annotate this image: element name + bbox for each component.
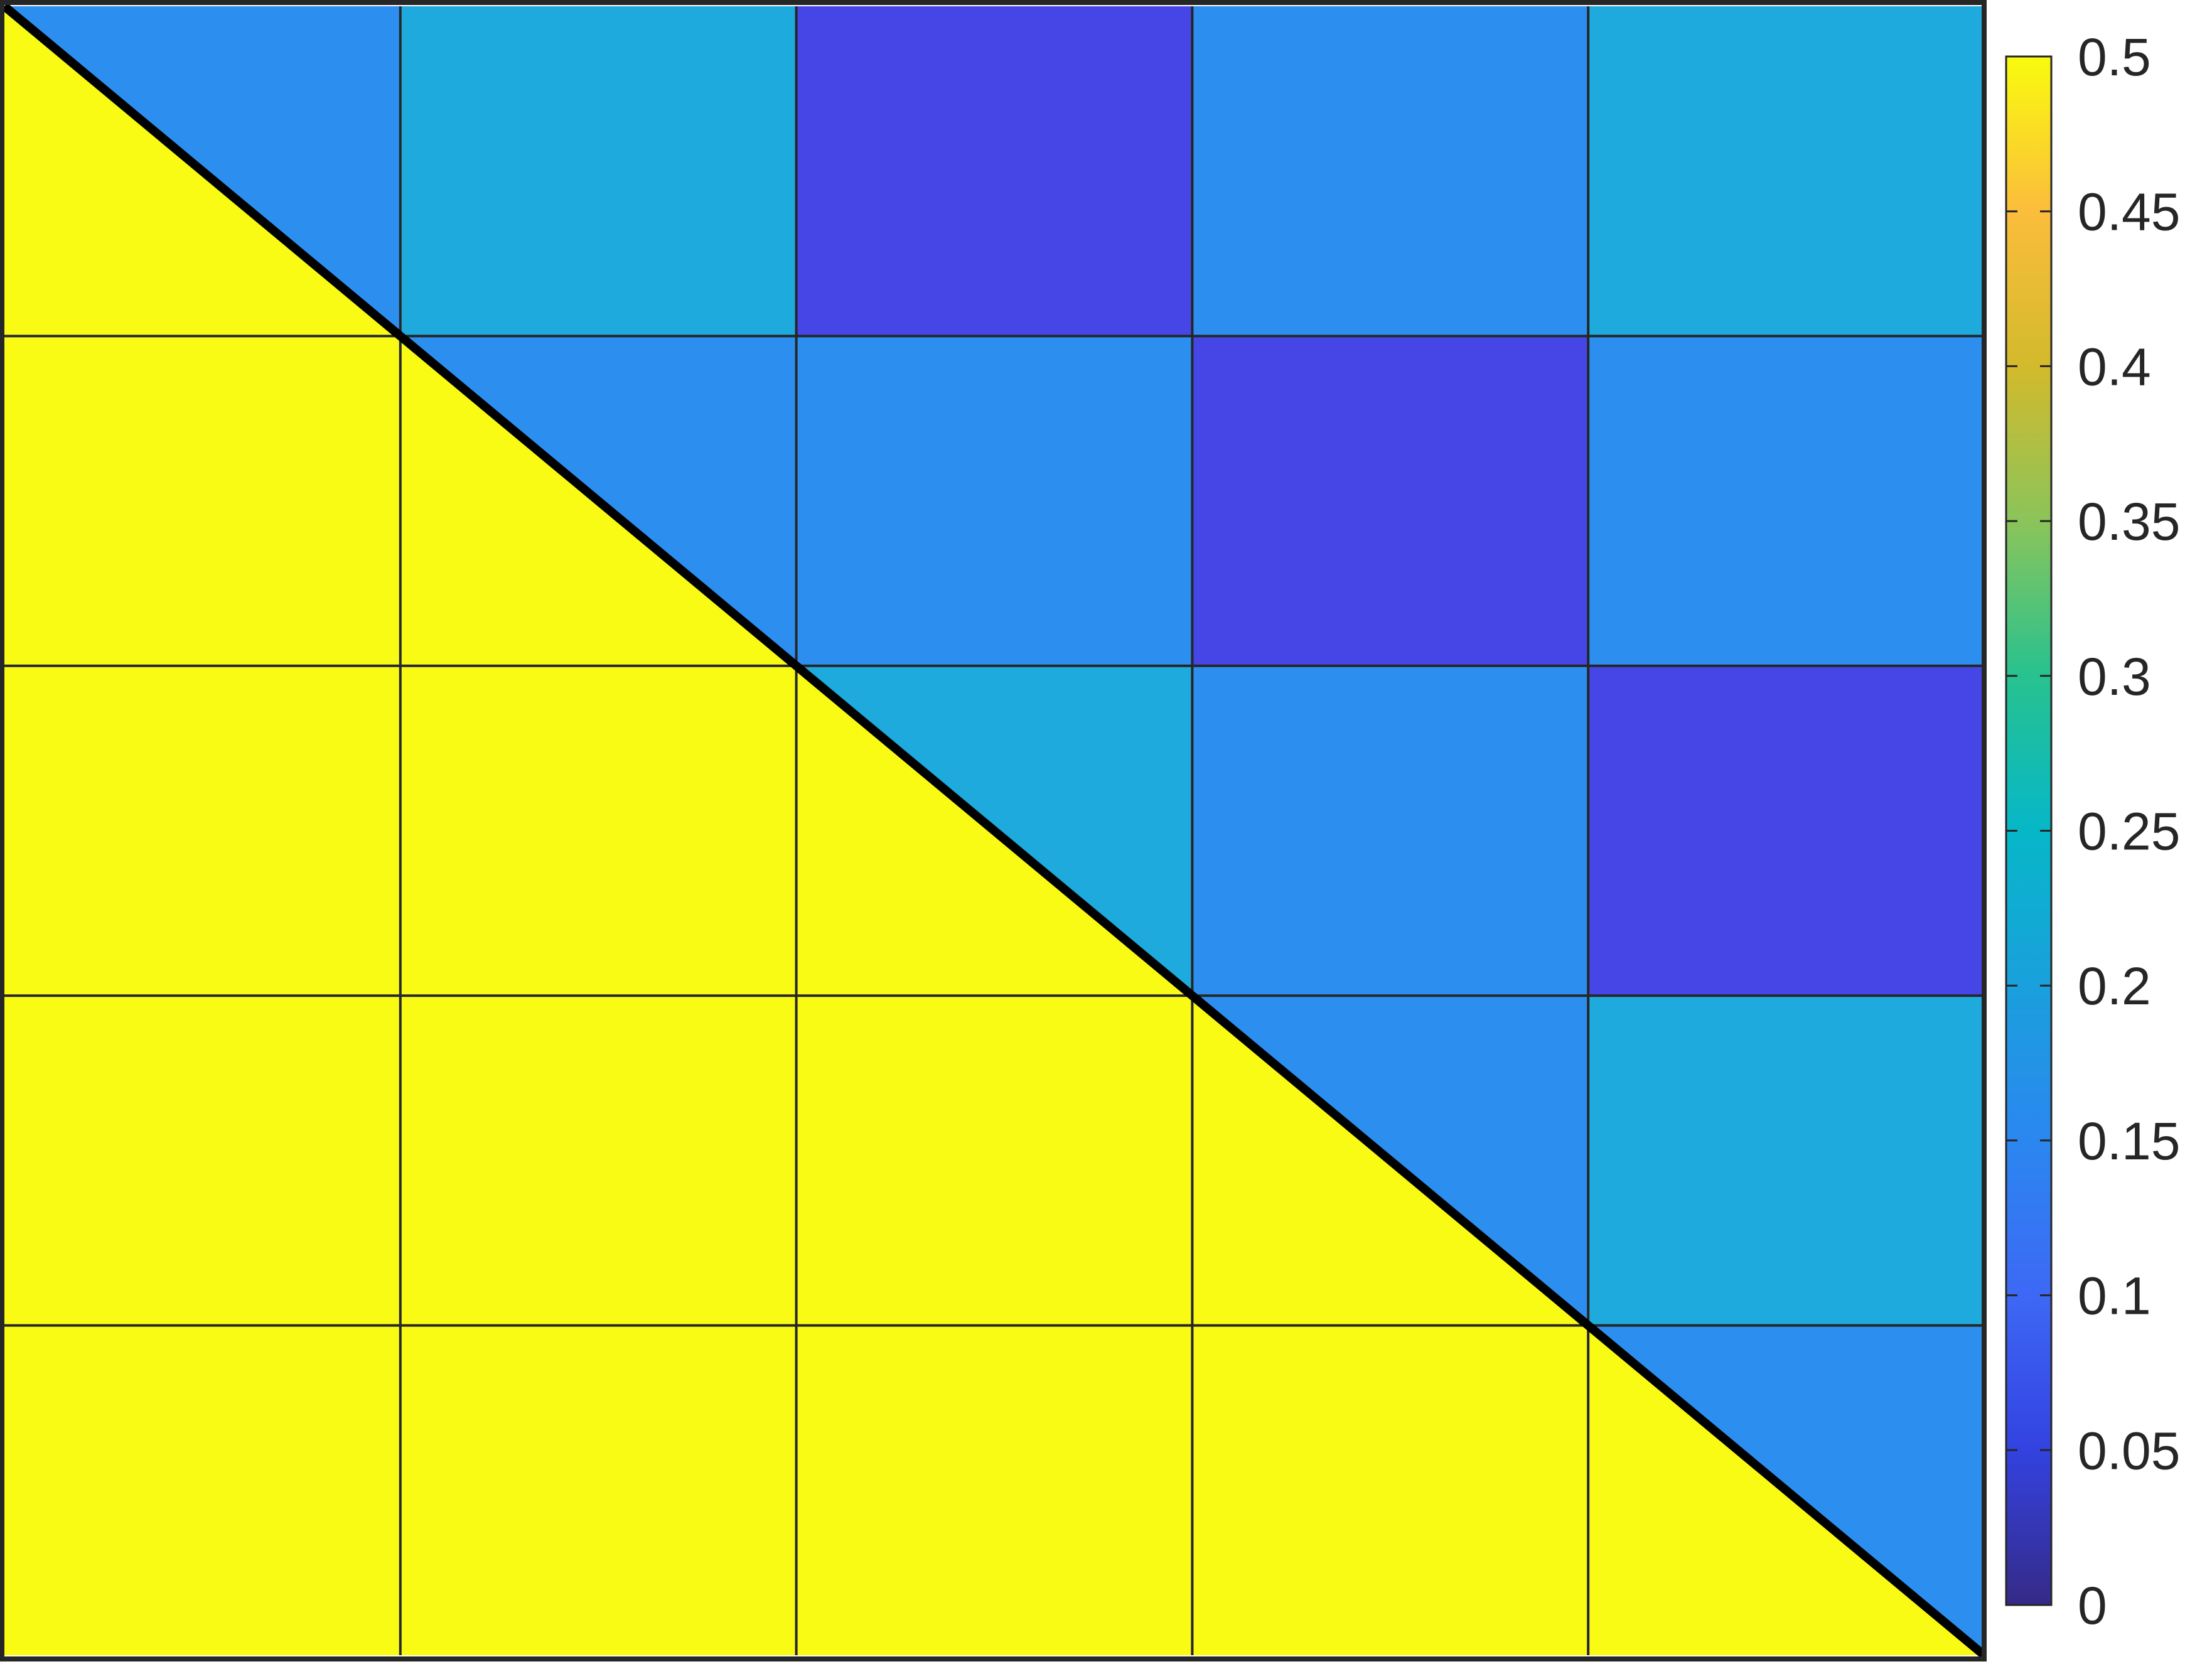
- colorbar-tick-label: 0.1: [2078, 1267, 2151, 1326]
- heatmap-cell-r1-c2: [400, 6, 797, 336]
- colorbar: 0 0.05 0.1 0.15 0.2 0.25 0.3 0.35 0.4 0.45 0.5: [2005, 28, 2181, 1635]
- colorbar-tick-label: 0.15: [2078, 1112, 2181, 1171]
- colorbar-tick-label: 0.25: [2078, 802, 2181, 861]
- diagonal-line: [1, 3, 1987, 1659]
- colorbar-tick-label: 0.3: [2078, 647, 2151, 706]
- heatmap-cell-r4-c5: [1588, 996, 1984, 1326]
- heatmap-cell-r3-c5: [1588, 665, 1984, 996]
- heatmap-cell-r1-c4: [1192, 6, 1589, 336]
- heatmap-cell-r1-c5: [1588, 6, 1984, 336]
- colorbar-tick-label: 0.45: [2078, 183, 2181, 242]
- heatmap-cell-r2-c3: [796, 336, 1193, 666]
- colorbar-tick-label: 0.05: [2078, 1421, 2181, 1480]
- plot-frame: [0, 0, 1987, 1661]
- colorbar-tick-label: 0.4: [2078, 337, 2151, 396]
- heatmap-cell-r1-c3: [796, 6, 1193, 336]
- colorbar-tick-label: 0.35: [2078, 492, 2181, 551]
- heatmap-cell-r2-c5: [1588, 336, 1984, 666]
- heatmap-cell-r3-c4: [1192, 665, 1589, 996]
- colorbar-tick-label: 0.5: [2078, 28, 2151, 87]
- plot-area: [0, 0, 1987, 1661]
- colorbar-tick-label: 0: [2078, 1576, 2107, 1635]
- colorbar-tick-label: 0.2: [2078, 957, 2151, 1016]
- heatmap-cell-r2-c4: [1192, 336, 1589, 666]
